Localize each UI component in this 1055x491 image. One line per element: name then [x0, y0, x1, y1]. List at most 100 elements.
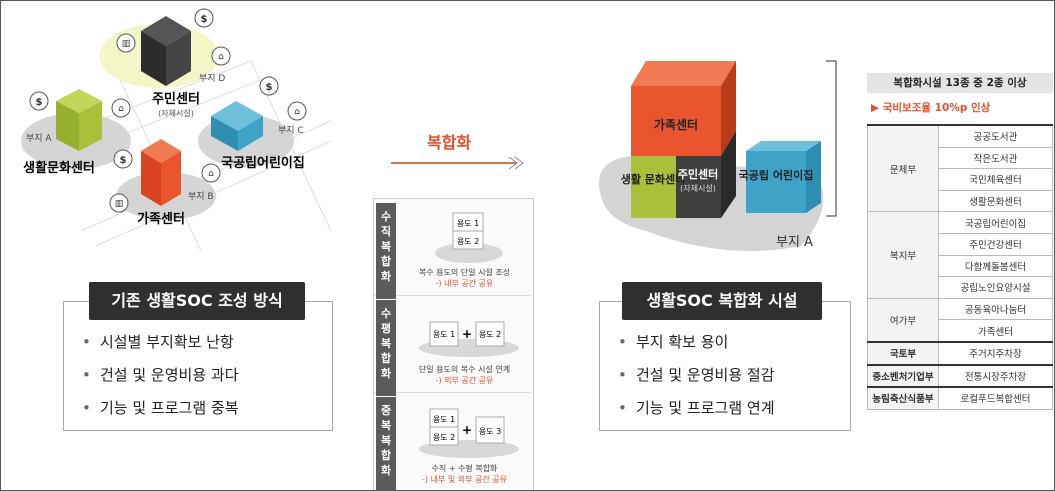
- section-caption: 수직 + 수평 복합화: [431, 464, 498, 473]
- legacy-bullet: 기능 및 프로그램 중복: [64, 392, 332, 425]
- left-map-illustration: $ $ $ $ ▥ ⌂ ⌂ ⌂ ⌂ ▥ 주민센터 (자체시설) 부지 D 생활문…: [20, 8, 332, 252]
- complex-facility-illustration: 가족센터 생활 문화센터 주민센터 (자체시설) 국공립 어린이집 부지 A: [599, 60, 837, 251]
- lot-label-c: 부지 C: [278, 125, 304, 136]
- facility-cell: 국민체육센터: [938, 168, 1053, 191]
- facility-cell: 주민건강센터: [938, 232, 1053, 256]
- svg-text:▥: ▥: [115, 199, 124, 209]
- section-caption-highlight: -) 내부 및 외부 공간 공유: [422, 475, 507, 484]
- section-caption-highlight: -) 내부 공간 공유: [435, 279, 494, 288]
- vertical-complex-section: 수직 복합화 용도 1 용도 2 복수 용도의 단일 시설 조성 -) 내부 공…: [374, 199, 531, 299]
- complex-bullets-box: 부지 확보 용이 건설 및 운영비용 절감 기능 및 프로그램 연계: [599, 301, 851, 431]
- section-tab: 수평 복합화: [376, 300, 396, 396]
- daycare-block: [746, 151, 806, 213]
- building-icon: [109, 193, 129, 213]
- building-name-daycare: 국공립어린이집: [221, 155, 305, 171]
- shop-icon: [201, 163, 221, 183]
- table-header: 복합화시설 13종 중 2종 이상: [867, 73, 1053, 93]
- culture-center-block: [631, 156, 676, 218]
- lot-label-b: 부지 B: [188, 191, 214, 202]
- dollar-glyph: $: [36, 97, 43, 108]
- plus-icon: +: [462, 327, 472, 341]
- building-icon: [116, 33, 136, 53]
- community-center-building: [141, 16, 191, 86]
- use-block-label: 용도 3: [479, 427, 501, 436]
- dept-cell: 중소벤처기업부: [867, 363, 939, 388]
- legacy-bullet: 건설 및 운영비용 과다: [64, 359, 332, 392]
- facility-cell: 생활문화센터: [938, 189, 1053, 213]
- complexation-label: 복합화: [427, 133, 472, 152]
- use-block-label: 용도 1: [433, 415, 455, 424]
- block-label-daycare: 국공립 어린이집: [739, 168, 814, 182]
- daycare-building: [211, 101, 263, 151]
- block-label-culture: 생활 문화센터: [621, 172, 686, 186]
- dept-cell: 문체부: [867, 124, 939, 213]
- svg-text:⌂: ⌂: [208, 169, 214, 179]
- dollar-icon: [259, 76, 279, 96]
- family-center-block: [631, 86, 721, 156]
- legacy-method-title: 기존 생활SOC 조성 방식: [89, 282, 305, 320]
- use-block-label: 용도 2: [479, 330, 501, 339]
- block-label-family: 가족센터: [654, 117, 698, 132]
- section-caption: 단일 용도의 복수 시설 연계: [418, 365, 511, 374]
- horizontal-complex-section: 수평 복합화 용도 1 + 용도 2 단일 용도의 복수 시설 연계 -) 외부…: [374, 296, 531, 396]
- dept-cell: 여가부: [867, 297, 939, 343]
- complex-bullet: 부지 확보 용이: [600, 326, 850, 359]
- svg-text:⌂: ⌂: [294, 107, 300, 117]
- svg-text:▥: ▥: [122, 39, 131, 49]
- building-name-family: 가족센터: [137, 211, 185, 227]
- block-label-community: 주민센터: [678, 167, 718, 181]
- facility-cell: 가족센터: [938, 319, 1053, 343]
- section-tab: 수직 복합화: [376, 203, 396, 299]
- facility-cell: 작은도서관: [938, 146, 1053, 170]
- use-block-label: 용도 1: [457, 219, 479, 228]
- building-name-community: 주민센터: [152, 91, 200, 107]
- facility-cell: 공동육아나눔터: [938, 297, 1053, 321]
- lot-label-a: 부지 A: [26, 133, 52, 144]
- lot-label-a-right: 부지 A: [776, 235, 813, 250]
- right-arrow-icon: [391, 156, 524, 170]
- building-name-culture: 생활문화센터: [23, 160, 95, 176]
- section-tab: 중복 복합화: [376, 397, 396, 490]
- complex-bullet: 기능 및 프로그램 연계: [600, 392, 850, 425]
- complex-bullet: 건설 및 운영비용 절감: [600, 359, 850, 392]
- facility-cell: 공립노인요양시설: [938, 276, 1053, 299]
- complex-facility-title: 생활SOC 복합화 시설: [622, 282, 822, 320]
- lot-label-d: 부지 D: [199, 73, 225, 84]
- facility-cell: 국공립어린이집: [938, 211, 1053, 234]
- shop-icon: [211, 46, 231, 66]
- svg-text:⌂: ⌂: [118, 104, 124, 114]
- shop-icon: [287, 101, 307, 121]
- block-sub-community: (자체시설): [680, 183, 716, 193]
- shop-icon: [111, 98, 131, 118]
- dollar-glyph: $: [266, 82, 273, 93]
- legacy-bullet: 시설별 부지확보 난항: [64, 326, 332, 359]
- svg-text:⌂: ⌂: [218, 52, 224, 62]
- overlap-complex-section: 중복 복합화 용도 1 용도 2 + 용도 3 수직 + 수평 복합화 -) 내…: [374, 393, 531, 490]
- culture-center-building: [56, 89, 102, 151]
- dollar-glyph: $: [201, 14, 208, 25]
- use-block-label: 용도 2: [433, 433, 455, 442]
- complexation-types-panel: 수직 복합화 용도 1 용도 2 복수 용도의 단일 시설 조성 -) 내부 공…: [373, 198, 534, 490]
- dept-cell: 복지부: [867, 211, 939, 299]
- dollar-glyph: $: [120, 155, 127, 166]
- plus-icon: +: [462, 423, 472, 437]
- dept-cell: 국토부: [867, 340, 939, 366]
- facility-cell: 전통시장주차장: [938, 363, 1053, 388]
- section-caption-highlight: -) 외부 공간 공유: [435, 376, 494, 385]
- legacy-bullets-box: 시설별 부지확보 난항 건설 및 운영비용 과다 기능 및 프로그램 중복: [63, 301, 333, 431]
- community-center-block: [676, 156, 721, 218]
- use-block-label: 용도 2: [457, 237, 479, 246]
- dollar-icon: [29, 91, 49, 111]
- dollar-icon: [194, 8, 214, 28]
- family-center-building: [141, 139, 181, 206]
- facility-cell: 공공도서관: [938, 123, 1053, 148]
- facility-cell: 로컬푸드복합센터: [938, 386, 1053, 410]
- building-sub-community: (자체시설): [158, 108, 194, 118]
- subsidy-note: ▶ 국비보조율 10%p 인상: [871, 102, 991, 114]
- dollar-icon: [113, 149, 133, 169]
- facility-cell: 주거지주차장: [938, 340, 1053, 366]
- dept-cell: 농림축산식품부: [867, 386, 939, 410]
- use-block-label: 용도 1: [433, 330, 455, 339]
